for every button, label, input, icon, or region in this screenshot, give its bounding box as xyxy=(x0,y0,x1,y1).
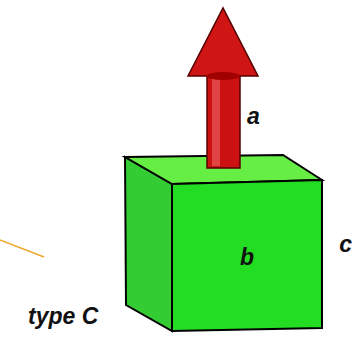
type-label: type C xyxy=(28,304,98,329)
leader-line xyxy=(0,240,44,257)
arrow-label: a xyxy=(247,104,260,129)
arrow-shaft xyxy=(207,72,240,168)
arrow-neck xyxy=(206,72,240,80)
face-label: b xyxy=(240,245,254,270)
arrow-head xyxy=(188,8,258,76)
arrow-highlight xyxy=(212,76,220,166)
side-label: c xyxy=(339,232,352,257)
cube-front-face xyxy=(172,180,322,331)
cube-box: b xyxy=(174,186,320,329)
cube-left-face xyxy=(125,157,172,331)
